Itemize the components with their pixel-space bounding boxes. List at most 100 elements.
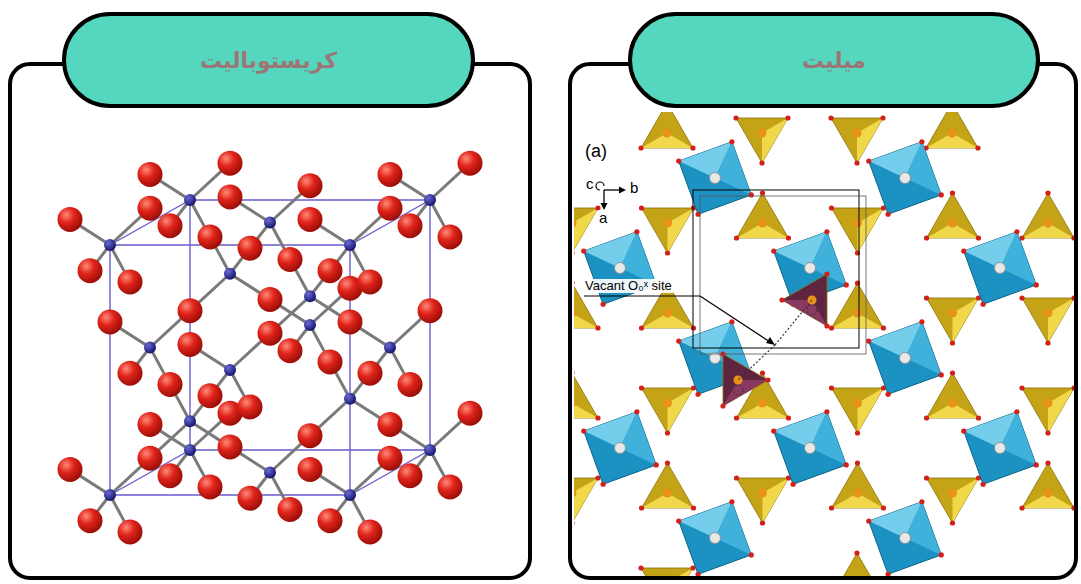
o-atom bbox=[924, 295, 929, 300]
o-atom bbox=[1045, 340, 1050, 345]
o-atom bbox=[829, 205, 834, 210]
tetrahedron bbox=[574, 478, 598, 523]
si-al-atom bbox=[574, 489, 577, 498]
al-atom bbox=[995, 263, 1006, 274]
silicon-atom bbox=[344, 239, 356, 251]
o-atom bbox=[975, 145, 980, 150]
oxygen-atom bbox=[378, 412, 403, 437]
oxygen-atom bbox=[438, 224, 463, 249]
silicon-atom bbox=[344, 393, 356, 405]
alo6-octahedron bbox=[774, 412, 847, 485]
o-atom bbox=[1071, 385, 1074, 390]
octahedron-face bbox=[1000, 412, 1036, 465]
o-atom bbox=[654, 462, 659, 467]
oxygen-atom bbox=[298, 207, 323, 232]
o-atom bbox=[924, 235, 929, 240]
o-atom bbox=[574, 250, 575, 255]
o-atom bbox=[885, 212, 890, 217]
o-atom bbox=[729, 499, 734, 504]
o-atom bbox=[734, 475, 739, 480]
leader-arrowhead bbox=[766, 337, 775, 345]
o-atom bbox=[854, 550, 859, 555]
o-atom bbox=[844, 282, 849, 287]
tetrahedron bbox=[642, 208, 694, 253]
axis-arrowhead bbox=[619, 187, 626, 194]
o-atom bbox=[961, 428, 966, 433]
oxygen-atom bbox=[278, 338, 303, 363]
o-atom bbox=[779, 297, 784, 302]
oxygen-atom bbox=[358, 361, 383, 386]
unit-cell bbox=[700, 196, 866, 354]
o-atom bbox=[950, 370, 955, 375]
si-al-atom bbox=[948, 129, 957, 138]
label-underline bbox=[584, 296, 700, 297]
dotted-bond bbox=[738, 345, 775, 380]
tetrahedron bbox=[831, 118, 883, 163]
tetrahedron-face bbox=[668, 388, 694, 433]
unit-cell-edge bbox=[109, 245, 110, 495]
al-atom bbox=[615, 263, 626, 274]
alo6-octahedron bbox=[679, 322, 752, 395]
o-atom bbox=[924, 415, 929, 420]
si-al-atom bbox=[1044, 219, 1053, 228]
o-atom bbox=[785, 115, 790, 120]
unit-cell-edge bbox=[189, 200, 190, 450]
o-atom bbox=[574, 370, 575, 375]
tetrahedron-face bbox=[858, 388, 884, 433]
silicon-atom bbox=[424, 444, 436, 456]
si-al-atom bbox=[948, 309, 957, 318]
tetrahedron bbox=[736, 118, 788, 163]
si-al-atom bbox=[758, 399, 767, 408]
tetrahedron-face bbox=[574, 313, 598, 328]
tetrahedron-face bbox=[782, 300, 827, 326]
si-al-atom bbox=[663, 309, 672, 318]
o-atom bbox=[760, 370, 765, 375]
o-atom bbox=[581, 428, 586, 433]
axis-label: a bbox=[598, 210, 608, 227]
o-atom bbox=[828, 115, 833, 120]
o-atom bbox=[976, 415, 981, 420]
tetrahedron-face bbox=[574, 478, 598, 523]
o-atom bbox=[950, 520, 955, 525]
tetrahedron bbox=[1022, 193, 1074, 238]
silicon-atom bbox=[344, 489, 356, 501]
al-atom bbox=[900, 173, 911, 184]
oxygen-atom bbox=[198, 224, 223, 249]
tetrahedron bbox=[1022, 298, 1074, 343]
oxygen-atom bbox=[418, 298, 443, 323]
tetrahedron bbox=[737, 478, 789, 523]
o-atom bbox=[1045, 430, 1050, 435]
figure-label: (a) bbox=[584, 142, 608, 162]
tetrahedron bbox=[782, 274, 827, 326]
si-al-atom bbox=[1044, 309, 1053, 318]
si-al-atom bbox=[574, 219, 577, 228]
axis-arrowhead bbox=[601, 203, 608, 210]
oxygen-atom bbox=[238, 394, 263, 419]
silicon-atom bbox=[184, 444, 196, 456]
tetrahedron bbox=[723, 354, 768, 406]
tetrahedron bbox=[927, 478, 979, 523]
alo6-octahedron bbox=[869, 502, 942, 575]
silicon-atom bbox=[184, 415, 196, 427]
tetrahedron-face bbox=[763, 478, 789, 523]
o-atom bbox=[729, 319, 734, 324]
o-atom bbox=[1014, 409, 1019, 414]
o-atom bbox=[786, 235, 791, 240]
o-atom bbox=[600, 482, 605, 487]
o-atom bbox=[980, 482, 985, 487]
octahedron-face bbox=[620, 232, 656, 285]
o-atom bbox=[980, 302, 985, 307]
si-al-atom bbox=[853, 219, 862, 228]
o-atom bbox=[885, 572, 890, 576]
oxygen-atom bbox=[238, 236, 263, 261]
oxygen-atom bbox=[298, 423, 323, 448]
oxygen-atom bbox=[358, 519, 383, 544]
o-atom bbox=[1071, 505, 1074, 510]
o-atom bbox=[639, 505, 644, 510]
o-atom bbox=[790, 482, 795, 487]
si-al-atom bbox=[1044, 489, 1053, 498]
al-atom bbox=[615, 443, 626, 454]
oxygen-atom bbox=[118, 361, 143, 386]
tetrahedron bbox=[927, 193, 979, 238]
o-atom bbox=[1014, 229, 1019, 234]
